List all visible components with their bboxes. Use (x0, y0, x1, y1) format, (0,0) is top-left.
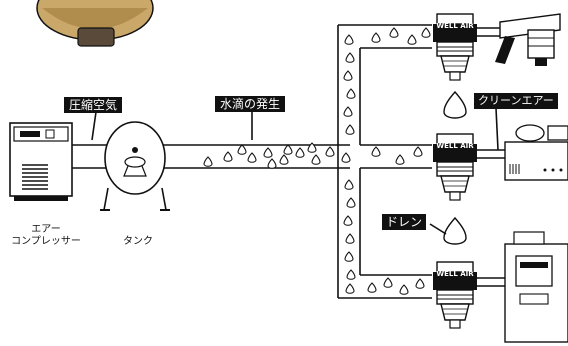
tank-icon (100, 122, 170, 210)
label-compressor-line2: コンプレッサー (8, 236, 84, 248)
label-compressor: エアー コンプレッサー (8, 224, 84, 248)
machine-icon (505, 125, 568, 180)
filter-brand-2: WELL AIR (436, 142, 474, 150)
bulb-icon (37, 0, 153, 46)
filter-icon (433, 14, 477, 328)
gauge-icon (505, 232, 568, 342)
compressor-icon (10, 123, 72, 201)
label-compressor-line1: エアー (8, 224, 84, 236)
spray-gun-icon (495, 14, 560, 66)
label-water-droplets: 水滴の発生 (215, 96, 285, 112)
label-compressed-air: 圧縮空気 (64, 97, 122, 113)
label-tank: タンク (118, 236, 158, 248)
label-clean-air: クリーンエアー (474, 93, 558, 109)
filter-brand-3: WELL AIR (436, 270, 474, 278)
label-drain: ドレン (382, 214, 426, 230)
filter-brand-1: WELL AIR (436, 22, 474, 30)
pipe-droplets (204, 28, 430, 294)
